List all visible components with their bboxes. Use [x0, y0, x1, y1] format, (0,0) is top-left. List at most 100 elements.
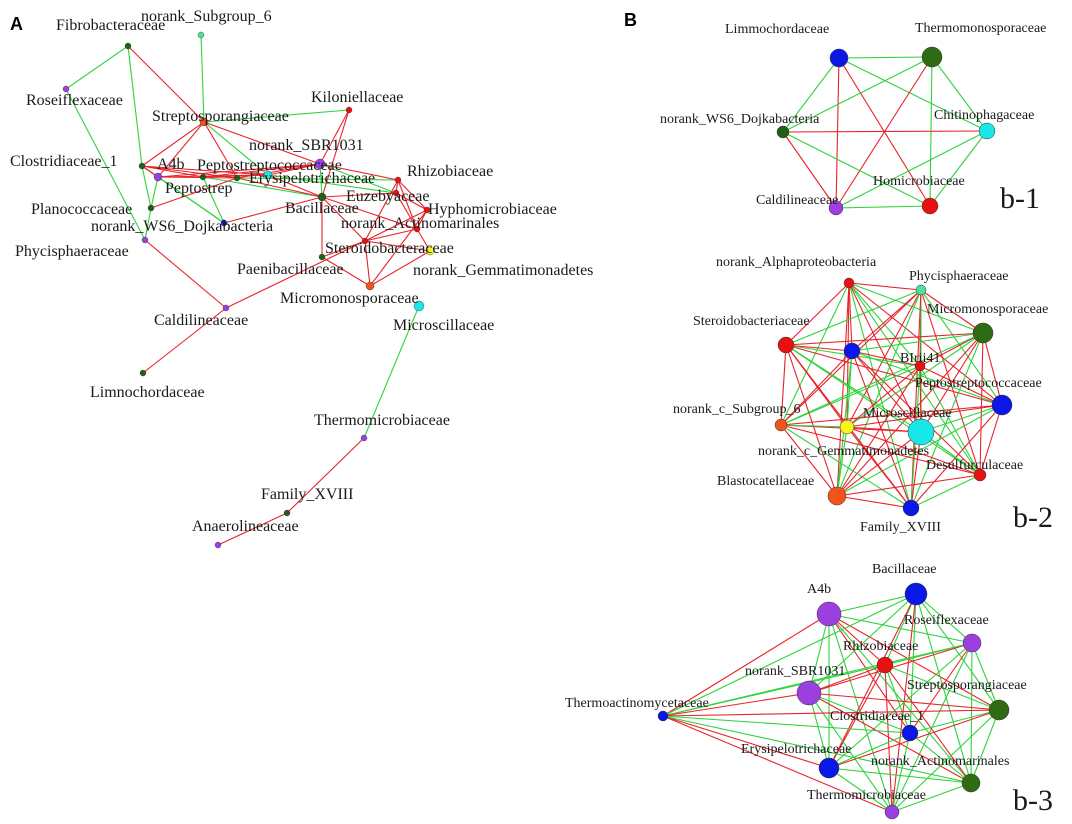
edge-positive	[364, 209, 428, 242]
edge-b3-negative	[662, 715, 972, 784]
node-hypho	[423, 206, 431, 214]
node-label-erysip: Erysipelotrichaceae	[249, 170, 375, 187]
edge-negative	[319, 163, 323, 198]
edge-positive	[321, 192, 397, 198]
edge-negative	[203, 121, 269, 176]
edge-b3-positive	[828, 613, 911, 734]
edge-negative	[65, 88, 146, 241]
edge-negative	[202, 176, 225, 224]
edge-b2-positive	[780, 344, 787, 426]
edge-b3-positive	[662, 709, 1000, 717]
edge-positive	[127, 45, 205, 123]
panel-b-label: B	[624, 10, 637, 30]
node-label-b3-a4b: A4b	[807, 582, 831, 597]
node-gemma	[425, 246, 435, 256]
edge-b1-positive	[835, 56, 933, 209]
edge-b2-negative	[848, 282, 984, 334]
edge-b1-negative	[782, 56, 933, 133]
node-ws6	[220, 219, 228, 227]
edge-positive	[364, 240, 431, 252]
node-phycis	[141, 236, 149, 244]
edge-positive	[321, 240, 366, 258]
node-subgroup6	[197, 31, 205, 39]
edge-b3-positive	[828, 664, 886, 769]
node-family18	[283, 509, 291, 517]
node-label-b1-limmo: Limmochordaceae	[725, 22, 829, 37]
label-layer: norank_Subgroup_6FibrobacteraceaeRoseifl…	[10, 8, 1048, 803]
node-label-b2-family18: Family_XVIII	[860, 520, 941, 535]
node-b2-alpha	[843, 277, 855, 289]
edge-positive	[157, 121, 205, 178]
node-label-euzeby: Euzebyaceae	[346, 188, 429, 205]
node-b1-ws6	[776, 125, 790, 139]
node-b2-micromono	[972, 322, 994, 344]
node-label-thermomi: Thermomicrobiaceae	[314, 412, 450, 429]
edge-positive	[144, 239, 227, 309]
edge-b2-positive	[910, 289, 922, 509]
edge-b3-negative	[808, 692, 830, 769]
edge-b2-positive	[785, 344, 1003, 406]
edge-b2-negative	[785, 344, 981, 476]
node-euzeby	[392, 189, 400, 197]
node-b2-microsc	[907, 418, 935, 446]
node-label-phycis: Phycisphaeraceae	[15, 243, 129, 260]
edge-negative	[203, 109, 350, 123]
edge-b3-negative	[808, 613, 830, 694]
edge-b3-negative	[909, 709, 1000, 734]
node-label-planoc: Planococcaceae	[31, 201, 132, 218]
edge-b1-negative	[835, 130, 988, 209]
node-b3-thermoact	[657, 710, 669, 722]
node-b3-bacill	[904, 582, 928, 606]
edge-negative	[200, 34, 205, 123]
node-label-microsc: Microscillaceae	[393, 317, 494, 334]
edge-b3-positive	[662, 692, 810, 717]
node-b2-blue1	[843, 342, 861, 360]
edge-b3-positive	[662, 715, 830, 769]
edge-b1-negative	[782, 57, 840, 133]
node-clostr	[138, 162, 146, 170]
edge-b3-negative	[828, 732, 911, 769]
edge-b3-negative	[828, 613, 972, 784]
node-label-micromono: Micromonosporaceae	[280, 290, 419, 307]
subpanel-b3-tag: b-3	[1013, 784, 1053, 817]
edge-b2-positive	[851, 289, 922, 352]
edge-b2-positive	[846, 404, 1003, 428]
node-b2-phycis	[915, 284, 927, 296]
edge-b2-positive	[848, 282, 922, 291]
edge-b2-negative	[920, 404, 1003, 433]
edge-b2-negative	[836, 289, 922, 497]
edge-b3-negative	[884, 664, 911, 734]
edge-positive	[364, 179, 399, 242]
edge-b2-positive	[920, 289, 981, 476]
edge-positive	[321, 109, 350, 198]
edge-b3-negative	[662, 664, 886, 717]
node-label-b2-blasto: Blastocatellaceae	[717, 474, 814, 489]
edge-negative	[202, 176, 323, 198]
node-strepto	[199, 117, 209, 127]
node-sbr1031	[314, 158, 326, 170]
node-label-b1-ws6: norank_WS6_Dojkabacteria	[660, 112, 820, 127]
edge-positive	[223, 196, 323, 224]
edge-positive	[369, 250, 431, 287]
node-b2-steroid	[777, 336, 795, 354]
subpanel-b1-tag: b-1	[1000, 182, 1040, 215]
node-b2-desulf	[973, 468, 987, 482]
node-label-b2-gemma: norank_c_Gemmatimonadetes	[758, 444, 929, 459]
edge-b2-positive	[910, 404, 1003, 509]
node-bacill	[317, 192, 327, 202]
edge-positive	[142, 307, 227, 374]
node-rhizo	[394, 176, 402, 184]
node-label-hypho: Hyphomicrobiaceae	[428, 201, 557, 218]
node-b1-limmo	[829, 48, 849, 68]
edge-positive	[321, 196, 418, 230]
node-label-b2-desulf: Desulfurculaceae	[926, 458, 1023, 473]
edge-b2-positive	[979, 332, 984, 476]
edge-b2-negative	[780, 282, 850, 426]
node-b2-pepto	[991, 394, 1013, 416]
edge-positive	[141, 165, 238, 179]
edge-b2-negative	[780, 424, 912, 509]
node-label-b3-erysip: Erysipelotrichaceae	[741, 742, 851, 757]
node-thermomi	[360, 434, 368, 442]
